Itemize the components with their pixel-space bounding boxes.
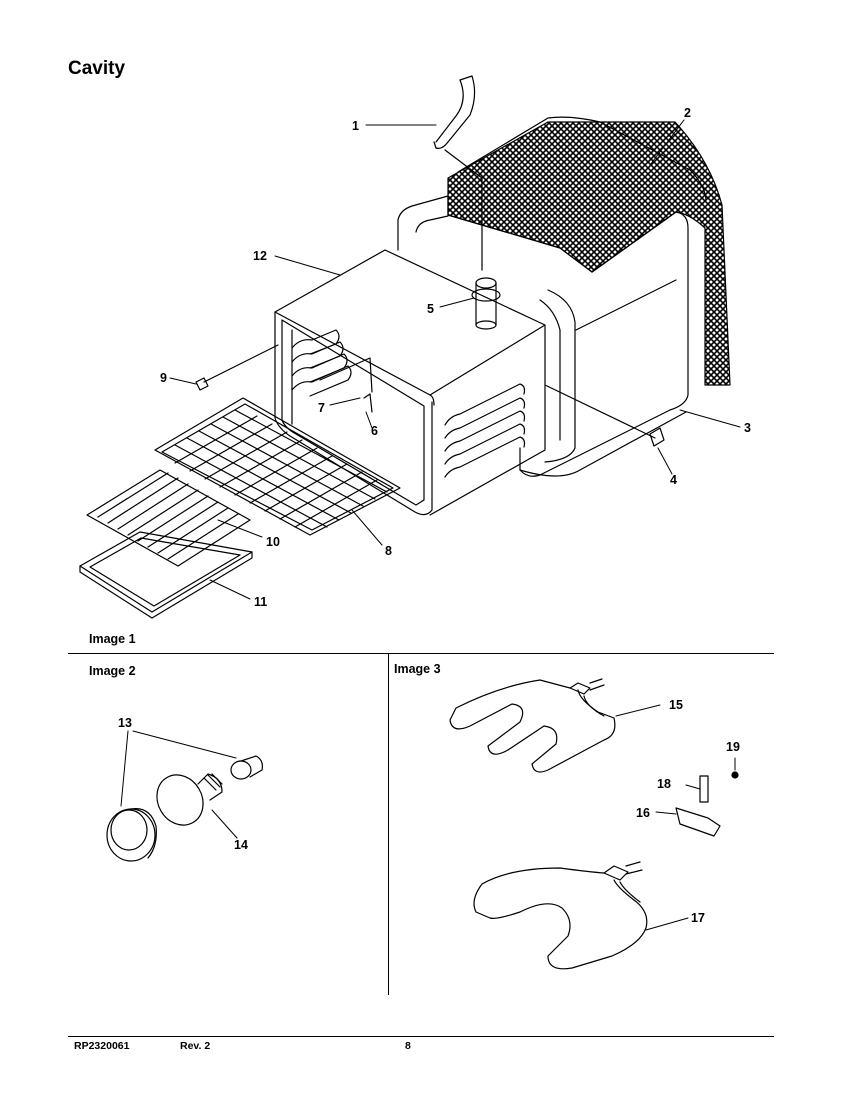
bake-element	[449, 678, 616, 773]
page-title: Cavity	[68, 58, 126, 79]
callout-5: 5	[427, 302, 434, 316]
image2-label: Image 2	[89, 664, 136, 678]
callout-14: 14	[234, 838, 248, 852]
image-divider-vertical	[388, 653, 389, 995]
image1-divider	[68, 653, 774, 654]
callout-16: 16	[636, 806, 650, 820]
footer-revision: Rev. 2	[180, 1040, 211, 1052]
callouts-image2: 13 14	[118, 716, 248, 852]
oven-rack	[154, 397, 401, 536]
callout-4: 4	[670, 473, 677, 487]
vent-tube	[471, 277, 501, 330]
callout-15: 15	[669, 698, 683, 712]
callout-3: 3	[744, 421, 751, 435]
footer-rule	[68, 1036, 774, 1037]
element-bracket	[675, 807, 721, 837]
callout-18: 18	[657, 777, 671, 791]
callout-13: 13	[118, 716, 132, 730]
callout-1: 1	[352, 119, 359, 133]
callout-11: 11	[254, 595, 267, 609]
leader-lines-image3	[615, 704, 736, 931]
callouts-image3: 15 16 17 18 19	[636, 698, 740, 925]
callout-9: 9	[160, 371, 167, 385]
outer-cavity-wrapper	[397, 195, 689, 477]
leader-lines-image1	[169, 119, 741, 600]
element-clip	[699, 775, 709, 803]
callout-12: 12	[253, 249, 267, 263]
callout-7: 7	[318, 401, 325, 415]
lamp-lens	[106, 808, 157, 862]
callout-6: 6	[371, 424, 378, 438]
image3-label: Image 3	[394, 662, 441, 676]
callouts-image1: 1 2 3 4 5 6 7 8 9 10 11 12	[160, 106, 751, 609]
callout-17: 17	[691, 911, 705, 925]
callout-19: 19	[726, 740, 740, 754]
oven-liner	[274, 249, 546, 516]
lamp-bulb	[156, 773, 223, 826]
lamp-ring	[230, 755, 263, 780]
vent-duct	[433, 75, 483, 271]
leader-lines-image2	[120, 730, 238, 839]
broil-element	[473, 861, 648, 970]
callout-8: 8	[385, 544, 392, 558]
callout-2: 2	[684, 106, 691, 120]
small-hardware	[195, 344, 665, 447]
image1-label: Image 1	[89, 632, 136, 646]
callout-10: 10	[266, 535, 280, 549]
element-screw	[731, 771, 739, 779]
footer-part-number: RP2320061	[74, 1040, 130, 1052]
broiler-pan	[79, 531, 253, 619]
footer-page-number: 8	[405, 1040, 411, 1052]
